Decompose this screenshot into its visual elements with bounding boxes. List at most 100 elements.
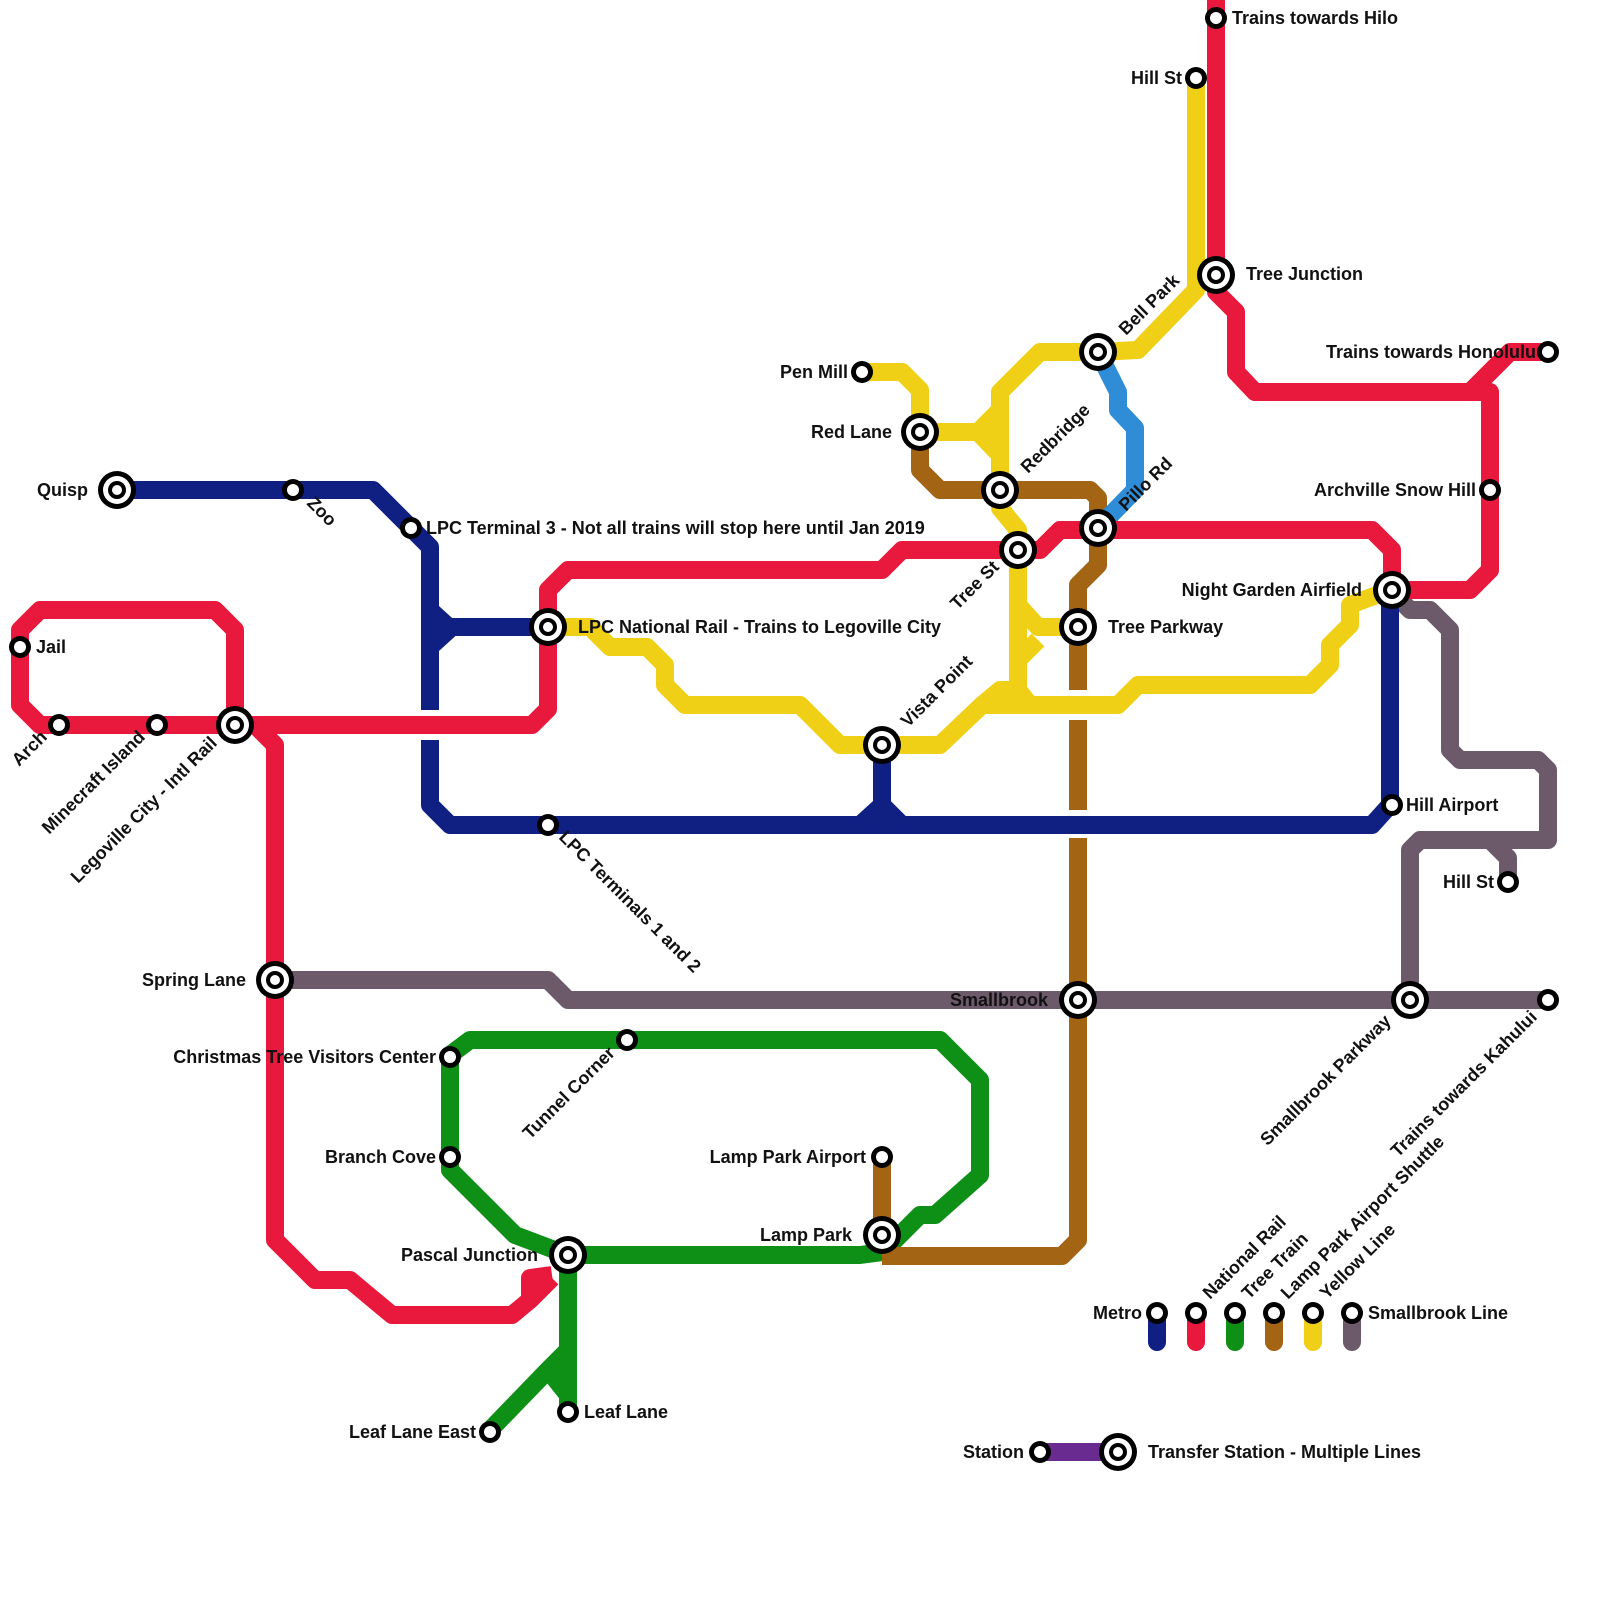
station-marker [1497,871,1519,893]
label-jail: Jail [36,637,66,657]
label-lamp-park-airport: Lamp Park Airport [710,1147,866,1167]
station-marker [439,1146,461,1168]
station-marker [98,471,136,509]
station-marker [981,471,1019,509]
station-core [14,641,26,653]
smallbrook-line-main [275,971,1548,1009]
station-marker [999,531,1037,569]
yellow-line-vista-link [976,681,1018,712]
station-marker [1373,571,1411,609]
transfer-ring-core [1113,1447,1123,1457]
label-tunnel-corner: Tunnel Corner [519,1043,619,1143]
station-marker [1205,7,1227,29]
station-marker [1391,981,1429,1019]
station-marker [1146,1302,1168,1324]
station-marker [871,1146,893,1168]
station-marker [1079,333,1117,371]
station-marker [1185,1302,1207,1324]
national-rail-south-2 [523,1271,559,1307]
legend-label-metro: Metro [1093,1303,1142,1323]
station-marker [1029,1441,1051,1463]
station-core [1268,1307,1280,1319]
shuttle-main [911,430,1107,690]
label-redbridge: Redbridge [1017,400,1094,477]
station-marker [439,1046,461,1068]
station-marker [256,961,294,999]
station-core [1542,994,1554,1006]
legend: Metro National Rail Tree Train Lamp Park… [963,1131,1508,1462]
station-marker [863,1216,901,1254]
label-pillo-rd: Pillo Rd [1115,453,1177,515]
station-marker [529,608,567,646]
label-leaf-lane: Leaf Lane [584,1402,668,1422]
label-lamp-park: Lamp Park [760,1225,853,1245]
label-tree-junction: Tree Junction [1246,264,1363,284]
station-core [1190,72,1202,84]
label-lpc-terminal-3: LPC Terminal 3 - Not all trains will sto… [426,518,925,538]
transfer-ring-core [1093,523,1103,533]
station-core [1210,12,1222,24]
station-marker [1197,256,1235,294]
station-marker [400,517,422,539]
label-smallbrook-parkway: Smallbrook Parkway [1256,1011,1395,1150]
station-marker [1537,341,1559,363]
station-marker [549,1236,587,1274]
station-marker [1479,479,1501,501]
station-marker [616,1029,638,1051]
transfer-ring-core [543,622,553,632]
station-core [53,719,65,731]
smallbrook-line-northeast [1383,583,1557,1000]
transfer-ring-core [877,1230,887,1240]
metro-line-south [421,590,1399,834]
pillo-link [1089,347,1144,535]
transfer-ring-core [1387,585,1397,595]
station-core [876,1151,888,1163]
station-marker [146,714,168,736]
station-core [1307,1307,1319,1319]
label-hill-airport: Hill Airport [1406,795,1498,815]
transfer-ring-core [563,1250,573,1260]
legend-label-smallbrook-line: Smallbrook Line [1368,1303,1508,1323]
transfer-ring-core [1093,347,1103,357]
station-core [405,522,417,534]
legend-label-shuttle: Lamp Park Airport Shuttle [1277,1131,1448,1302]
legend-label-transfer-station: Transfer Station - Multiple Lines [1148,1442,1421,1462]
station-marker [1059,608,1097,646]
station-marker [1302,1302,1324,1324]
station-marker [1224,1302,1246,1324]
transfer-ring-core [995,485,1005,495]
station-marker [282,479,304,501]
station-core [1229,1307,1241,1319]
station-core [1190,1307,1202,1319]
label-hill-st-north: Hill St [1131,68,1182,88]
national-rail-east [1018,0,1499,599]
station-core [1386,799,1398,811]
transfer-ring-core [270,975,280,985]
tree-train-leaf-lane-link [540,1364,576,1401]
transfer-ring-core [1405,995,1415,1005]
station-marker [1537,989,1559,1011]
transfer-ring-core [1073,995,1083,1005]
station-marker [216,706,254,744]
label-christmas-tree-visitors-center: Christmas Tree Visitors Center [173,1047,436,1067]
yellow-line-pen-mill [862,363,1007,441]
metro-lpc-branch-2 [423,603,459,637]
national-rail-west-loop [11,541,1018,734]
station-marker [1079,509,1117,547]
station-core [444,1051,456,1063]
label-legoville-city-intl-rail: Legoville City - Intl Rail [67,733,221,887]
label-trains-towards-kahului: Trains towards Kahului [1387,1007,1541,1161]
label-pen-mill: Pen Mill [780,362,848,382]
metro-line-north [117,481,439,710]
station-marker [1185,67,1207,89]
label-night-garden-airfield: Night Garden Airfield [1182,580,1362,600]
transfer-ring-core [1073,622,1083,632]
label-trains-towards-hilo: Trains towards Hilo [1232,8,1398,28]
station-core [1346,1307,1358,1319]
label-leaf-lane-east: Leaf Lane East [349,1422,476,1442]
label-trains-towards-honolulu: Trains towards Honolulu [1326,342,1536,362]
transfer-ring-core [877,740,887,750]
transfer-ring-core [1211,270,1221,280]
station-core [1034,1446,1046,1458]
station-marker [537,814,559,836]
